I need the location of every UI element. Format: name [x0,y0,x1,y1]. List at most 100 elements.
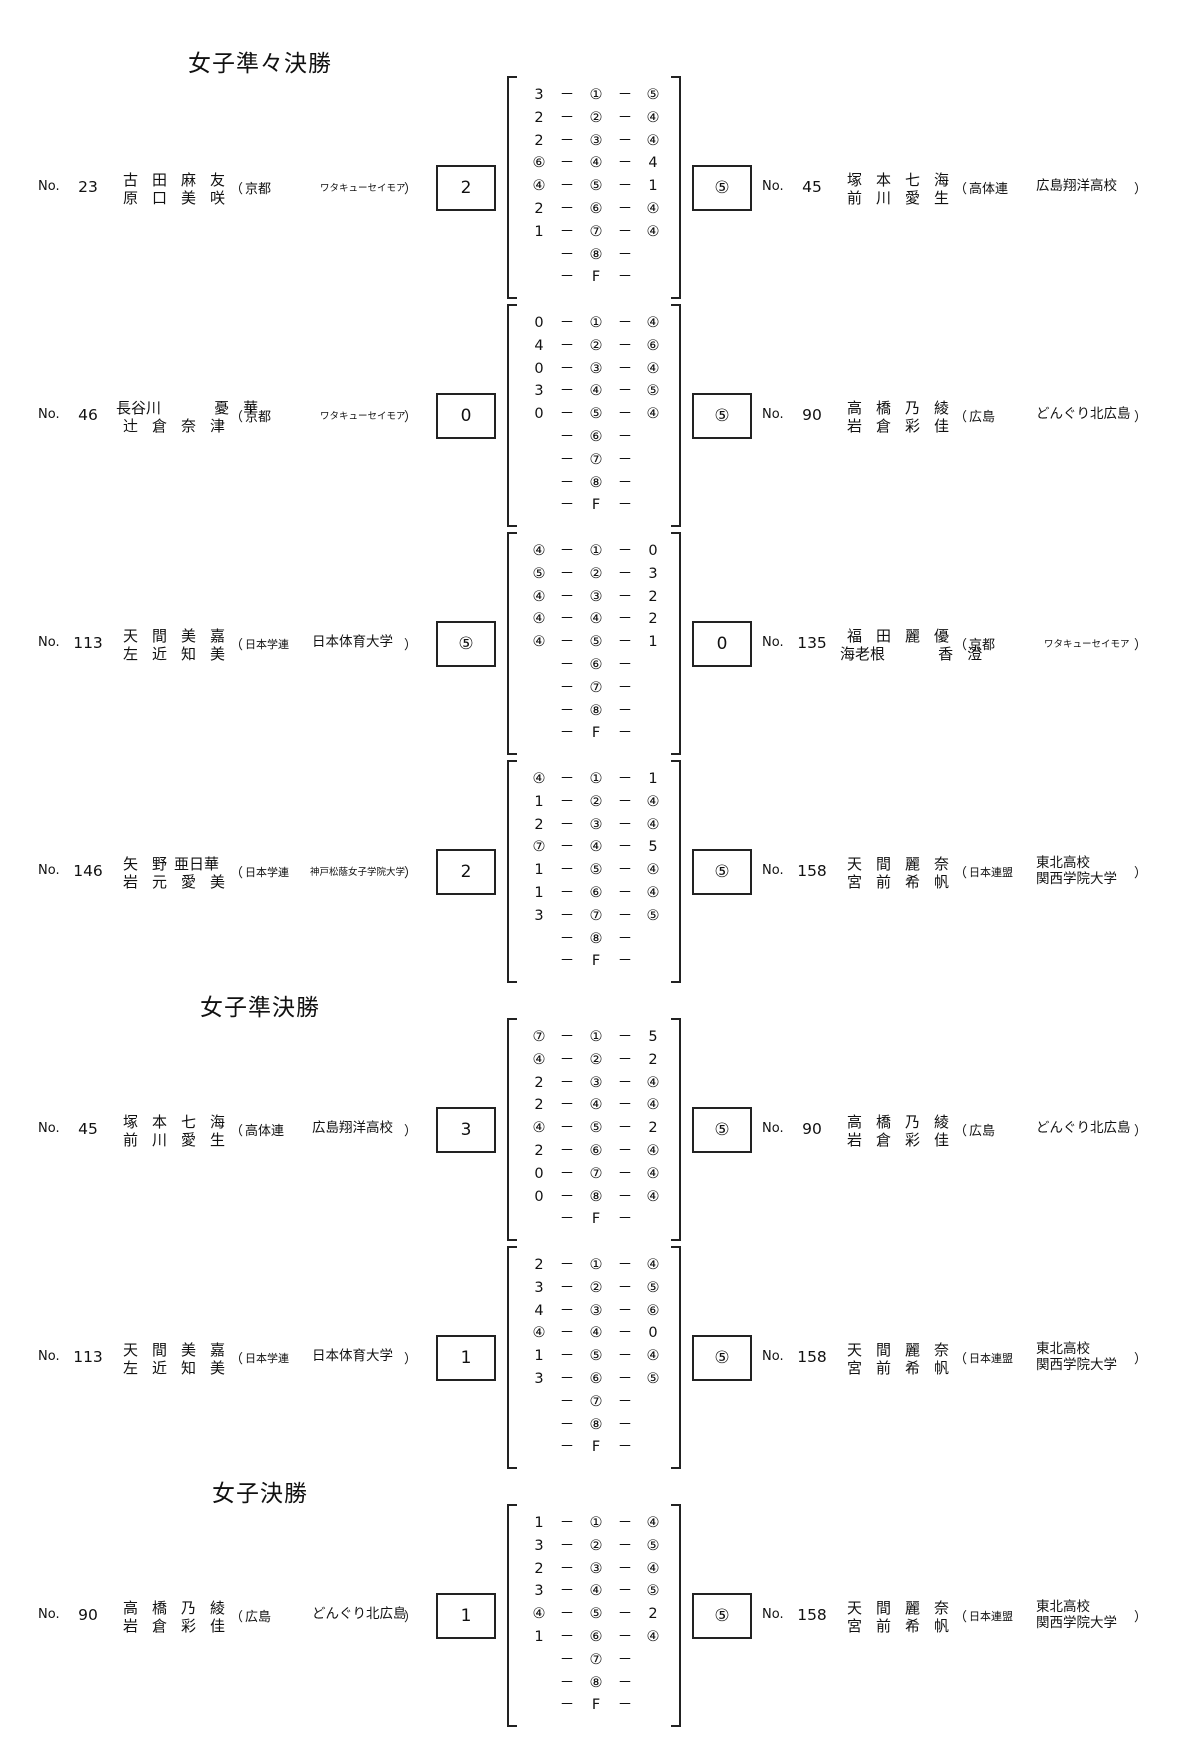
game-number: ① [589,1257,603,1273]
paren-open: （ [230,181,244,197]
name-char: 亜日華 [174,854,220,873]
game-score-row: －⑧－ [527,244,667,267]
game-number: ② [589,337,603,354]
dash: － [617,269,633,286]
dash: － [559,428,575,445]
left-match-score: 2 [436,164,496,211]
game-number: ⑦ [589,451,603,468]
name-char: 津 [209,416,225,435]
name-char: 香 [938,644,954,663]
game-number: ⑥ [589,1142,603,1159]
paren-open: （ [230,409,244,425]
game-score-row: －F－ [527,1436,667,1459]
game-number: ⑥ [589,1370,603,1387]
player-number: 146 [73,861,103,880]
name-char: 天 [846,854,862,873]
name-char: 麗 [904,1340,920,1359]
dash: － [559,1393,575,1410]
game-score-row: 1－①－④ [527,1512,667,1535]
name-char: 奈 [933,1340,949,1359]
left-game-score: 3 [534,383,544,400]
right-game-score: 1 [648,771,658,787]
name-char: 帆 [933,1358,949,1377]
player-name-line: 岩倉彩佳 [840,1131,956,1149]
player-names: 天間麗奈宮前希帆 [840,1599,956,1635]
game-score-row: 0－①－④ [527,312,667,335]
name-char: 希 [904,1358,920,1377]
left-game-score: 2 [534,1097,544,1114]
dash: － [559,816,575,833]
name-char: 綾 [209,1598,225,1617]
game-number: ③ [589,816,603,833]
affiliation-prefecture: 日本連盟 [969,1351,1013,1365]
left-game-score: ④ [532,771,546,787]
left-match-score: 1 [436,1592,496,1639]
dash: － [617,588,633,605]
dash: － [617,1142,633,1159]
name-char: 近 [151,1358,167,1377]
game-score-row: 2－③－④ [527,1072,667,1095]
player-name-line: 宮前希帆 [840,873,956,891]
right-match-score: ⑤ [692,1334,752,1381]
game-number: ③ [589,1074,603,1091]
right-game-score: ④ [646,862,660,879]
player-name-line: 宮前希帆 [840,1359,956,1377]
dash: － [617,1279,633,1296]
dash: － [617,1370,633,1387]
affiliation-prefecture: 広島 [245,1609,272,1625]
dash: － [617,474,633,491]
affiliation-team: 東北高校 関西学院大学 [1036,1340,1117,1373]
dash: － [617,771,633,787]
game-number: ⑤ [589,634,603,651]
affiliation-team: 広島翔洋高校 [1036,177,1117,194]
game-score-row: 0－⑧－④ [527,1186,667,1209]
affiliation-prefecture: 高体連 [969,181,1009,197]
right-game-score: ⑤ [646,1370,660,1387]
affiliation-prefecture: 日本学連 [245,637,289,651]
dash: － [559,565,575,582]
left-game-score: ④ [532,1325,546,1342]
dash: － [617,1560,633,1577]
game-score-row: 0－⑤－④ [527,403,667,426]
player-number: 135 [797,633,827,652]
name-char: 間 [875,1598,891,1617]
left-game-score: ④ [532,634,546,651]
name-char: 奈 [933,1598,949,1617]
right-game-score: ④ [646,200,660,217]
dash: － [617,1606,633,1623]
right-game-score: 1 [648,634,658,651]
name-char: 乃 [904,1112,920,1131]
right-game-score: 2 [648,1120,658,1137]
dash: － [559,1416,575,1433]
name-char: 生 [933,188,949,207]
paren-close: ） [1134,1351,1148,1367]
game-score-row: 3－②－⑤ [527,1277,667,1300]
game-number: ① [589,543,603,559]
dash: － [617,1416,633,1433]
affiliation-prefecture: 広島 [969,409,996,425]
dash: － [559,406,575,423]
dash: － [617,679,633,696]
game-score-row: ⑦－①－5 [527,1026,667,1049]
player-no-label: No. [762,862,784,878]
name-char: 美 [180,626,196,645]
paren-open: （ [954,637,968,653]
dash: － [559,656,575,673]
game-score-row: ④－①－0 [527,540,667,563]
name-char: 本 [151,1112,167,1131]
dash: － [559,884,575,901]
name-char: 麻 [180,170,196,189]
left-match-score: 2 [436,848,496,895]
dash: － [559,1515,575,1531]
dash: － [617,223,633,240]
game-score-row: 4－②－⑥ [527,335,667,358]
name-char: 美 [209,872,225,891]
dash: － [559,611,575,628]
player-names: 高橋乃綾岩倉彩佳 [840,399,956,435]
name-char: 倉 [875,1130,891,1149]
